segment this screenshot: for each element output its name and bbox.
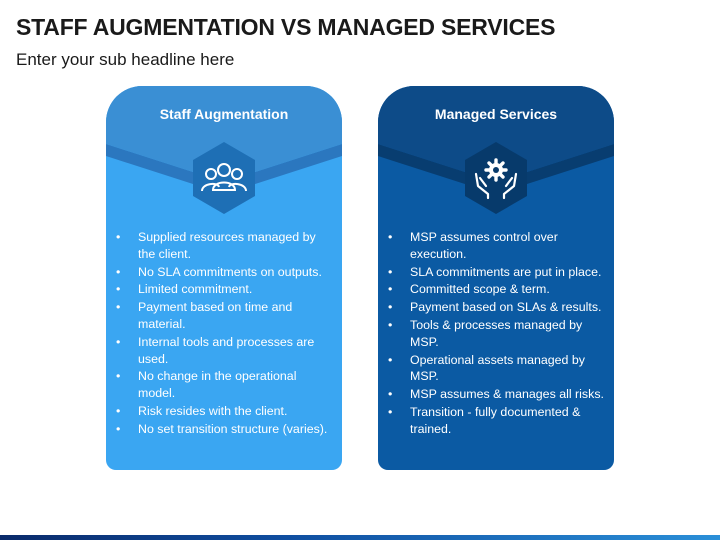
hexagon-shape	[193, 142, 255, 214]
card-header-fill	[106, 86, 342, 182]
list-item: No set transition structure (varies).	[116, 421, 332, 438]
list-item: SLA commitments are put in place.	[388, 264, 604, 281]
hands-gear-icon	[465, 142, 527, 214]
list-item: Internal tools and processes are used.	[116, 334, 332, 368]
list-item: Operational assets managed by MSP.	[388, 352, 604, 386]
slide-title: STAFF AUGMENTATION VS MANAGED SERVICES	[16, 14, 556, 40]
staff-augmentation-list: Supplied resources managed by the client…	[106, 229, 342, 439]
list-item: MSP assumes control over execution.	[388, 229, 604, 263]
card-header-fill	[378, 86, 614, 182]
list-item: MSP assumes & manages all risks.	[388, 386, 604, 403]
list-item: Supplied resources managed by the client…	[116, 229, 332, 263]
managed-services-title: Managed Services	[434, 106, 558, 122]
managed-services-card: Managed Services MSP assumes control ove…	[378, 86, 614, 470]
bottom-accent-bar	[0, 535, 720, 540]
list-item: Payment based on time and material.	[116, 299, 332, 333]
list-item: No SLA commitments on outputs.	[116, 264, 332, 281]
slide-subtitle: Enter your sub headline here	[16, 50, 235, 69]
gear-hole	[493, 167, 499, 173]
list-item: Transition - fully documented & trained.	[388, 404, 604, 438]
managed-services-list: MSP assumes control over execution. SLA …	[378, 229, 614, 439]
staff-augmentation-title: Staff Augmentation	[159, 106, 289, 122]
list-item: No change in the operational model.	[116, 368, 332, 402]
list-item: Committed scope & term.	[388, 281, 604, 298]
list-item: Tools & processes managed by MSP.	[388, 317, 604, 351]
staff-augmentation-card: Staff Augmentation Supplied resources ma…	[106, 86, 342, 470]
list-item: Risk resides with the client.	[116, 403, 332, 420]
people-group-icon	[193, 142, 255, 214]
list-item: Limited commitment.	[116, 281, 332, 298]
list-item: Payment based on SLAs & results.	[388, 299, 604, 316]
